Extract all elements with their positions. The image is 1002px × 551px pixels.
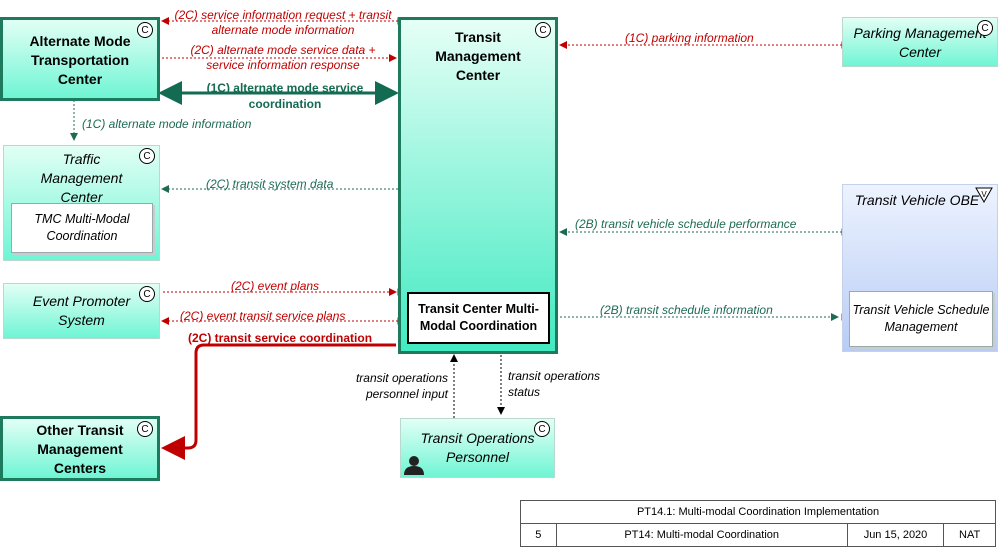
center-badge-icon: C bbox=[534, 421, 550, 437]
center-badge-icon: C bbox=[137, 421, 153, 437]
other-transit-management-centers[interactable]: Other Transit Management Centers C bbox=[0, 416, 160, 481]
event-promoter-system[interactable]: Event Promoter System C bbox=[3, 283, 160, 339]
transit-management-center[interactable]: Transit Management Center C Transit Cent… bbox=[398, 17, 558, 354]
flow-label-f8: (2B) transit schedule information bbox=[600, 303, 773, 317]
vehicle-badge-icon: V bbox=[975, 187, 993, 203]
diagram-number: 5 bbox=[520, 523, 557, 547]
flow-line-f11 bbox=[161, 343, 396, 460]
vehicle-badge-letter: V bbox=[981, 190, 987, 199]
tmc-multimodal-coordination[interactable]: TMC Multi-Modal Coordination bbox=[11, 203, 153, 253]
flow-label-f5: (2C) transit system data bbox=[206, 177, 334, 191]
flow-label-f6: (1C) parking information bbox=[625, 31, 754, 45]
diagram-date: Jun 15, 2020 bbox=[846, 523, 945, 547]
transit-vehicle-obe[interactable]: Transit Vehicle OBE V Transit Vehicle Sc… bbox=[842, 184, 998, 352]
center-badge-icon: C bbox=[137, 22, 153, 38]
flow-label-f11: (2C) transit service coordination bbox=[188, 331, 373, 345]
flow-label-f10: (2C) event transit service plans bbox=[180, 309, 346, 323]
diagram-title: PT14.1: Multi-modal Coordination Impleme… bbox=[520, 500, 996, 524]
element-title: Traffic Management Center bbox=[40, 151, 123, 205]
element-title: Event Promoter System bbox=[32, 293, 131, 328]
flow-label-f12: transit operations personnel input bbox=[355, 371, 448, 401]
flow-label-f2: (2C) alternate mode service data + servi… bbox=[190, 43, 376, 72]
center-badge-icon: C bbox=[535, 22, 551, 38]
diagram-scope: NAT bbox=[943, 523, 996, 547]
flow-label-f7: (2B) transit vehicle schedule performanc… bbox=[575, 217, 797, 231]
element-title: Alternate Mode Transportation Center bbox=[29, 33, 131, 87]
transit-operations-personnel[interactable]: Transit Operations Personnel C bbox=[400, 418, 555, 478]
center-badge-icon: C bbox=[977, 20, 993, 36]
center-badge-icon: C bbox=[139, 286, 155, 302]
element-title: Transit Vehicle OBE bbox=[854, 192, 980, 208]
flow-label-f13: transit operations status bbox=[508, 369, 601, 399]
element-title: Parking Management Center bbox=[853, 25, 987, 60]
diagram-info-table: PT14.1: Multi-modal Coordination Impleme… bbox=[520, 500, 996, 547]
diagram-package: PT14: Multi-modal Coordination bbox=[555, 523, 848, 547]
flow-label-f4: (1C) alternate mode information bbox=[82, 117, 252, 131]
traffic-management-center[interactable]: Traffic Management Center C TMC Multi-Mo… bbox=[3, 145, 160, 261]
parking-management-center[interactable]: Parking Management Center C bbox=[842, 17, 998, 67]
element-title: Transit Management Center bbox=[435, 29, 521, 83]
flow-label-f3: (1C) alternate mode service coordination bbox=[206, 81, 364, 111]
person-icon bbox=[404, 456, 424, 475]
transit-vehicle-schedule-management[interactable]: Transit Vehicle Schedule Management bbox=[849, 291, 993, 347]
transit-center-multimodal-coordination[interactable]: Transit Center Multi-Modal Coordination bbox=[407, 292, 550, 344]
element-title: Transit Operations Personnel bbox=[420, 430, 535, 465]
element-title: Other Transit Management Centers bbox=[36, 422, 124, 476]
alternate-mode-transportation-center[interactable]: Alternate Mode Transportation Center C bbox=[0, 17, 160, 101]
flow-label-f1: (2C) service information request + trans… bbox=[174, 8, 392, 37]
center-badge-icon: C bbox=[139, 148, 155, 164]
flow-label-f9: (2C) event plans bbox=[231, 279, 320, 293]
